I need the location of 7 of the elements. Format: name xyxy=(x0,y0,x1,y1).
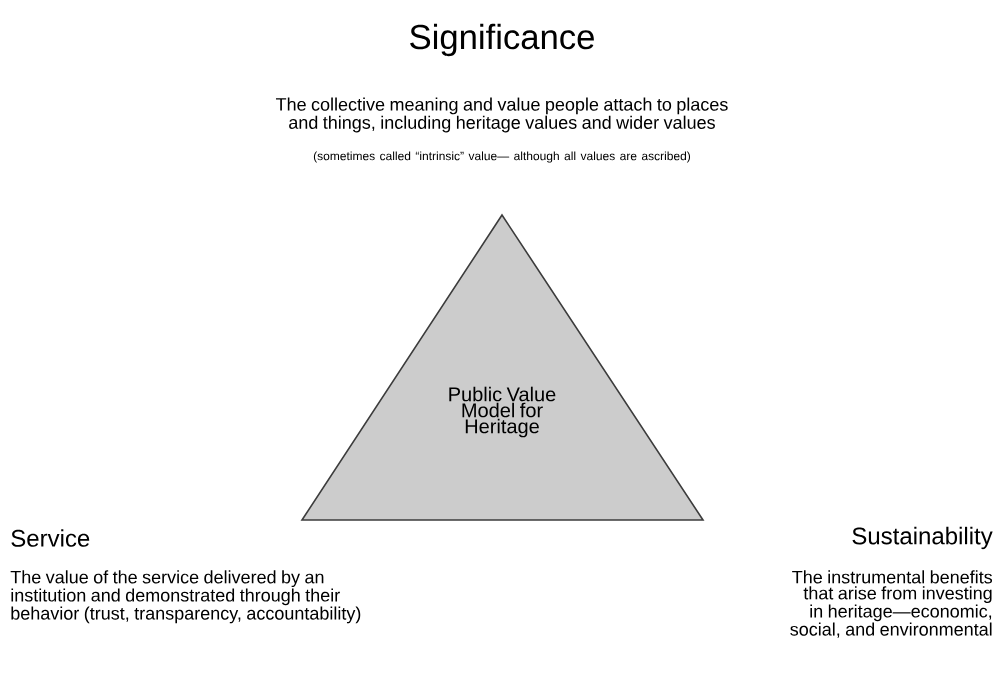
description-text: The instrumental benefits that arise from investing in heritage—economic, social, and environmental xyxy=(790,570,993,638)
heading-text: Sustainability xyxy=(852,526,993,550)
heading-text: Service xyxy=(11,529,90,547)
title: Significance xyxy=(410,23,594,57)
description-text: The collective meaning and value people attach to places and things, including heritage values and wider values xyxy=(276,97,728,133)
note-text: (sometimes called “intrinsic” value— although all values are ascribed) xyxy=(313,151,691,163)
description-text: The value of the service delivered by an institution and demonstrated through their behavior (trust, transparency, accountability) xyxy=(10,570,361,624)
